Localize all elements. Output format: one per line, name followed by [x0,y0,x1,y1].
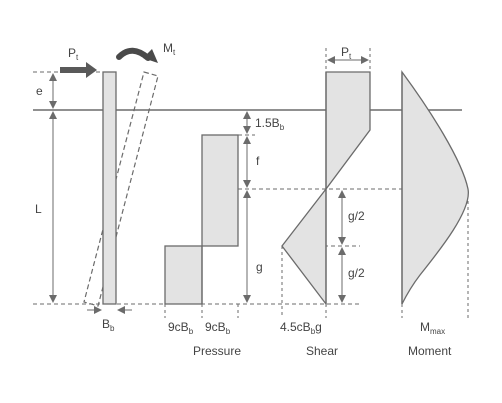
label-bb: Bb [102,317,115,333]
label-shear-top: Pt [341,45,352,61]
label-1-5bb: 1.5Bb [255,116,285,132]
label-pt: Pt [68,46,79,62]
label-9cbb-1: 9cBb [168,320,194,336]
mt-arrowhead [143,49,158,63]
label-e: e [36,84,43,98]
caption-pressure: Pressure [193,344,241,358]
shear-upper [325,71,371,191]
caption-shear: Shear [306,344,338,358]
pile-deflected [83,71,159,307]
pressure-block-lower [164,245,203,305]
mt-arrow-icon [116,47,151,61]
pt-arrow [60,62,97,78]
shear-lower [281,187,327,306]
label-shear-val: 4.5cBbg [280,320,322,336]
label-L: L [35,202,42,216]
pressure-block-upper [201,134,239,247]
moment-curve [401,70,469,305]
caption-moment: Moment [408,344,452,358]
label-g2-lower: g/2 [348,266,365,280]
label-g2-upper: g/2 [348,209,365,223]
label-f: f [256,154,260,168]
label-g: g [256,260,263,274]
label-9cbb-2: 9cBb [205,320,231,336]
label-mmax: Mmax [420,320,445,336]
label-mt: Mt [163,41,176,57]
pile [102,71,117,305]
